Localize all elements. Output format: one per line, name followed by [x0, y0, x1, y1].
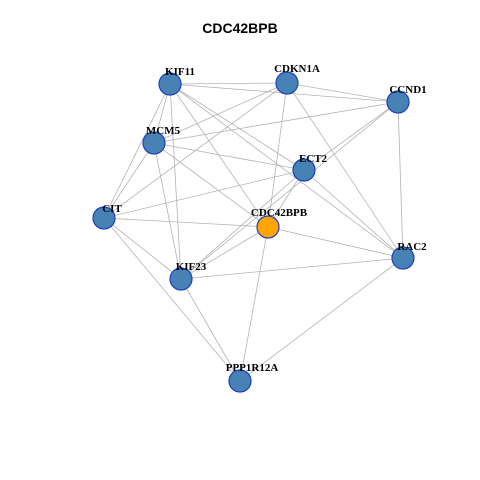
node-label-kif11: KIF11: [165, 66, 195, 78]
edge-rac2-ppp1r12a: [239, 257, 404, 382]
edge-ccnd1-rac2: [397, 101, 404, 259]
node-label-ppp1r12a: PPP1R12A: [226, 362, 279, 374]
edge-cdkn1a-rac2: [286, 82, 404, 259]
edge-mcm5-ect2: [153, 142, 305, 171]
node-rac2: [391, 246, 415, 270]
edge-cdc42bpb-rac2: [267, 226, 404, 259]
node-label-cdc42bpb: CDC42BPB: [251, 207, 308, 219]
edge-kif11-cdkn1a: [169, 82, 288, 85]
node-label-mcm5: MCM5: [146, 125, 181, 137]
node-cit: [92, 206, 116, 230]
edge-ccnd1-ect2: [303, 101, 399, 171]
node-label-ccnd1: CCND1: [389, 84, 426, 96]
edge-kif11-kif23: [169, 83, 182, 280]
edge-kif11-rac2: [169, 83, 404, 259]
node-mcm5: [142, 131, 166, 155]
edge-ccnd1-kif23: [180, 101, 399, 280]
edge-cdc42bpb-ppp1r12a: [239, 226, 269, 382]
edge-mcm5-kif23: [153, 142, 182, 280]
edge-kif11-cit: [103, 83, 171, 219]
node-kif23: [169, 267, 193, 291]
node-kif11: [158, 72, 182, 96]
node-ppp1r12a: [228, 369, 252, 393]
edge-rac2-kif23: [180, 257, 404, 280]
edge-ect2-kif23: [180, 169, 305, 280]
edge-ect2-cit: [103, 169, 305, 219]
node-label-rac2: RAC2: [397, 241, 427, 253]
edge-cit-cdc42bpb: [103, 217, 269, 228]
edge-kif11-ect2: [169, 83, 305, 171]
node-cdkn1a: [275, 71, 299, 95]
edge-cit-ppp1r12a: [103, 217, 241, 382]
edge-kif11-cdc42bpb: [169, 83, 269, 228]
edge-cdkn1a-cdc42bpb: [267, 82, 288, 228]
edge-layer: [103, 82, 404, 382]
edge-mcm5-cdc42bpb: [153, 142, 269, 228]
chart-title: CDC42BPB: [202, 20, 278, 36]
node-label-cdkn1a: CDKN1A: [274, 63, 320, 75]
edge-kif23-ppp1r12a: [180, 278, 241, 382]
edge-cdkn1a-mcm5: [153, 82, 288, 144]
node-cdc42bpb: [256, 215, 280, 239]
edge-cit-kif23: [103, 217, 182, 280]
edge-cdc42bpb-kif23: [180, 226, 269, 280]
node-label-kif23: KIF23: [176, 261, 207, 273]
node-ccnd1: [386, 90, 410, 114]
node-label-cit: CIT: [102, 203, 122, 215]
edge-ect2-rac2: [303, 169, 404, 259]
edge-ccnd1-mcm5: [153, 101, 399, 144]
edge-mcm5-cit: [103, 142, 155, 219]
edge-cdkn1a-ccnd1: [286, 82, 399, 103]
node-label-ect2: ECT2: [299, 153, 328, 165]
node-ect2: [292, 158, 316, 182]
